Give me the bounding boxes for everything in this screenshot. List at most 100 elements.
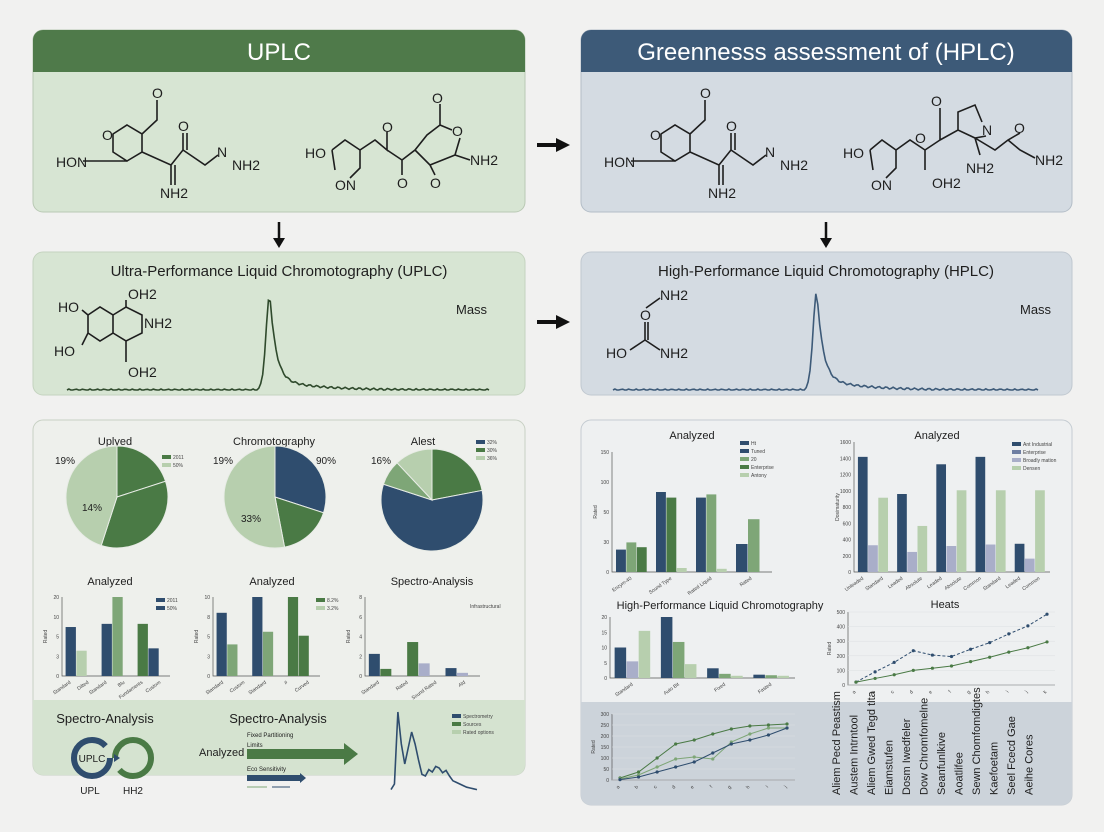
atom-label: OH2 [128, 364, 157, 380]
rotated-label: Seanfunlkive [936, 732, 948, 795]
bar [857, 456, 868, 572]
atom-label: O [931, 93, 942, 109]
atom-label: ON [871, 177, 892, 193]
atom-label: O [432, 90, 443, 106]
atom-label: O [452, 123, 463, 139]
data-point [692, 755, 696, 759]
atom-label: NH2 [660, 287, 688, 303]
rotated-label: Dosm Iwedfeler [901, 718, 913, 795]
legend-swatch [452, 714, 461, 718]
legend-label: Infrastructural [470, 604, 501, 610]
legend-label: Rated options [463, 730, 494, 736]
data-point [949, 664, 954, 668]
y-tick-label: 0 [606, 778, 609, 784]
legend-label: Tuned [751, 449, 765, 455]
x-tick-label: f [709, 784, 715, 789]
hplc-header-bar [581, 30, 1072, 72]
legend-swatch [1012, 442, 1021, 446]
atom-label: HO [843, 145, 864, 161]
uplc-molecule-b: HO ON O O O O O NH2 [305, 90, 498, 193]
bar [936, 464, 947, 572]
y-tick-label: 200 [601, 734, 610, 740]
y-tick-label: 200 [837, 654, 846, 660]
bar [368, 653, 380, 676]
y-tick-label: 8 [207, 615, 210, 621]
y-tick-label: 100 [601, 756, 610, 762]
uplc-summary-strip [33, 700, 525, 775]
uplc-cycle-ring [71, 737, 113, 779]
bar [995, 490, 1006, 572]
analyzed-label: Analyzed [199, 747, 244, 759]
bar [696, 497, 706, 572]
hplc-chromatogram-line [612, 293, 1039, 391]
bar [946, 546, 957, 572]
x-tick-label: g [726, 784, 733, 790]
pie-slice [65, 445, 118, 547]
legend-label: Ht [751, 441, 757, 447]
hplc-method-title: High-Performance Liquid Chromotography (… [658, 263, 994, 280]
bar [748, 519, 760, 572]
pie-label: 16% [371, 456, 391, 467]
rotated-label: Sewn Chomfomdigtes [971, 687, 983, 795]
legend-label: Densen [1023, 466, 1040, 472]
uplc-header-title: UPLC [247, 39, 311, 66]
data-point [636, 770, 641, 774]
rotated-label: Aliem Gwed Tegd tlta [866, 690, 878, 795]
x-tick-label: k [1042, 689, 1049, 695]
pie-slice [274, 445, 327, 514]
series-line [619, 727, 788, 781]
legend-label: Ant Industrial [1023, 442, 1052, 448]
atom-label: NH2 [144, 315, 172, 331]
pie-label: 19% [213, 456, 233, 467]
atom-label: NH2 [1035, 152, 1063, 168]
bar [626, 661, 639, 678]
y-tick-label: 1200 [840, 473, 851, 479]
atom-label: NH2 [160, 185, 188, 201]
x-tick-label: b [634, 784, 641, 790]
y-tick-label: 100 [837, 668, 846, 674]
bar [65, 627, 76, 676]
y-tick-label: 0 [56, 674, 59, 680]
x-tick-label: e [689, 784, 696, 790]
bar [666, 497, 677, 572]
atom-label: NH2 [708, 185, 736, 201]
bar [672, 641, 685, 678]
arrow-right-icon [537, 138, 570, 152]
y-tick-label: 800 [843, 505, 852, 511]
bar [917, 525, 928, 572]
data-point [748, 732, 752, 736]
legend-label: 30% [487, 448, 498, 454]
data-point [674, 765, 678, 769]
y-tick-label: 100 [601, 480, 610, 486]
y-tick-label: 50 [603, 767, 609, 773]
ring-caption: UPL [80, 786, 100, 797]
y-tick-label: 5 [56, 635, 59, 641]
y-tick-label: 5 [207, 635, 210, 641]
atom-label: HO [54, 343, 75, 359]
atom-label: N [765, 144, 775, 160]
y-tick-label: 50 [603, 510, 609, 516]
ring-caption: HH2 [123, 786, 143, 797]
bar [614, 647, 627, 678]
y-tick-label: 30 [603, 540, 609, 546]
spectro-title: Spectro-Analysis [229, 711, 327, 726]
y-tick-label: 500 [837, 610, 846, 616]
atom-label: HO [305, 145, 326, 161]
y-tick-label: 4 [359, 635, 362, 641]
bar [252, 597, 263, 676]
rotated-label: Austem Intrntool [849, 715, 861, 795]
pie-label: 90% [316, 456, 336, 467]
x-tick-label: g [966, 689, 973, 695]
series-line [855, 613, 1048, 683]
bar [616, 549, 626, 572]
y-tick-label: 0 [842, 683, 845, 689]
y-tick-label: 150 [601, 745, 610, 751]
data-point [711, 732, 715, 736]
series-line [619, 723, 788, 779]
data-point [892, 673, 896, 677]
legend-label: 3.2% [327, 606, 339, 612]
bar [216, 612, 227, 676]
